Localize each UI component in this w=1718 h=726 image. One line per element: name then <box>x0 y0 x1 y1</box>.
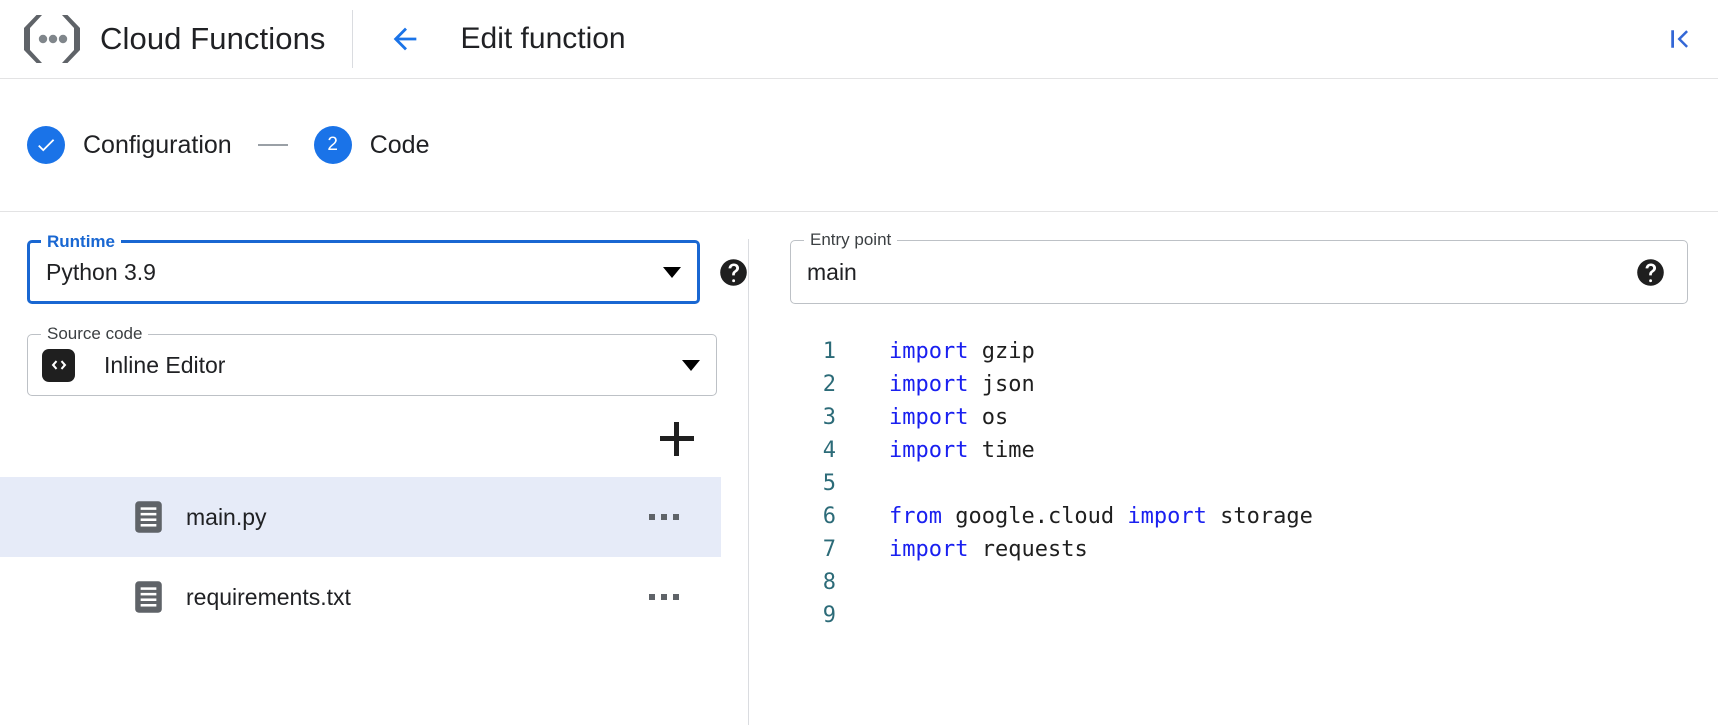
step-configuration[interactable]: Configuration <box>27 126 232 164</box>
brand[interactable]: Cloud Functions <box>0 0 352 78</box>
line-number: 7 <box>822 537 836 562</box>
step-connector <box>257 144 288 146</box>
header-actions <box>1656 15 1718 63</box>
line-number: 2 <box>822 372 836 397</box>
code-token: import <box>889 405 969 430</box>
entry-point-label: Entry point <box>804 230 898 250</box>
header-divider <box>351 10 353 68</box>
code-token: gzip <box>968 339 1035 364</box>
entry-point-input[interactable]: Entry point main <box>790 230 1688 304</box>
runtime-label: Runtime <box>41 232 121 252</box>
file-name: requirements.txt <box>186 583 351 610</box>
code-text[interactable]: import requests <box>889 533 1088 566</box>
source-code-row: Source code Inline Editor <box>0 304 748 396</box>
code-token: requests <box>968 537 1088 562</box>
collapse-panel-button[interactable] <box>1656 15 1704 63</box>
line-number: 4 <box>822 438 836 463</box>
step-configuration-label: Configuration <box>83 130 232 159</box>
source-code-value: Inline Editor <box>104 351 226 378</box>
entry-point-row: Entry point main <box>749 212 1718 304</box>
source-chevron-down-icon[interactable] <box>682 359 700 371</box>
page-title: Edit function <box>460 22 626 55</box>
brand-title: Cloud Functions <box>100 21 326 56</box>
line-number: 5 <box>822 471 836 496</box>
file-list: main.py requirements.txt <box>0 477 748 637</box>
code-text[interactable]: from google.cloud import storage <box>889 500 1313 533</box>
code-token: import <box>1127 504 1207 529</box>
code-token: from <box>889 504 942 529</box>
line-number: 6 <box>822 504 836 529</box>
code-token: import <box>889 372 969 397</box>
step-code[interactable]: 2 Code <box>313 126 430 164</box>
code-token: google.cloud <box>941 504 1128 529</box>
more-horizontal-icon[interactable] <box>641 586 687 608</box>
file-icon <box>135 501 162 533</box>
code-token: import <box>889 537 969 562</box>
content-area: Runtime Python 3.9 Source code Inline Ed… <box>0 212 1718 725</box>
pane-divider <box>748 239 749 725</box>
code-text[interactable]: import json <box>889 368 1035 401</box>
entry-point-value: main <box>807 258 857 285</box>
code-line: 2 import json <box>790 368 1718 401</box>
more-horizontal-icon[interactable] <box>641 506 687 528</box>
code-brackets-icon <box>42 348 75 382</box>
source-code-label: Source code <box>41 324 149 344</box>
file-list-item-requirements-txt[interactable]: requirements.txt <box>0 557 721 637</box>
code-token: os <box>968 405 1009 430</box>
source-code-select[interactable]: Source code Inline Editor <box>27 324 717 396</box>
code-text[interactable]: import gzip <box>889 335 1035 368</box>
app-header: Cloud Functions Edit function <box>0 0 1718 79</box>
code-line: 5 <box>790 467 1718 500</box>
runtime-select[interactable]: Runtime Python 3.9 <box>27 232 700 304</box>
step-code-marker: 2 <box>313 126 352 164</box>
code-line: 4 import time <box>790 434 1718 467</box>
runtime-help-icon[interactable] <box>719 258 748 287</box>
wizard-stepper: Configuration 2 Code <box>0 79 1718 212</box>
file-list-item-main-py[interactable]: main.py <box>0 477 721 557</box>
entry-point-help-icon[interactable] <box>1636 258 1665 287</box>
line-number: 1 <box>822 339 836 364</box>
code-token: import <box>889 339 969 364</box>
code-token: import <box>889 438 969 463</box>
line-number: 8 <box>822 570 836 595</box>
code-line: 1 import gzip <box>790 335 1718 368</box>
file-icon <box>135 581 162 613</box>
code-editor[interactable]: 1 import gzip 2 import json 3 import os 4 impor… <box>790 335 1718 632</box>
file-name: main.py <box>186 503 267 530</box>
code-brackets-glyph <box>51 360 66 370</box>
chevron-down-icon[interactable] <box>663 266 681 278</box>
left-pane: Runtime Python 3.9 Source code Inline Ed… <box>0 212 748 725</box>
code-line: 3 import os <box>790 401 1718 434</box>
code-token: storage <box>1206 504 1313 529</box>
step-code-label: Code <box>369 130 430 159</box>
line-number: 3 <box>822 405 836 430</box>
code-text[interactable]: import os <box>889 401 1008 434</box>
runtime-value: Python 3.9 <box>46 258 156 285</box>
line-number: 9 <box>822 603 836 628</box>
code-line: 9 <box>790 599 1718 632</box>
add-file-button[interactable] <box>660 422 694 456</box>
step-configuration-marker <box>27 126 65 164</box>
code-line: 7 import requests <box>790 533 1718 566</box>
back-button[interactable] <box>379 13 431 65</box>
add-file-row <box>0 396 748 456</box>
cloud-functions-logo-icon <box>24 15 80 63</box>
check-icon <box>38 139 55 152</box>
arrow-left-icon <box>393 27 416 51</box>
code-text[interactable]: import time <box>889 434 1035 467</box>
first-page-icon <box>1671 30 1688 48</box>
code-token: json <box>968 372 1035 397</box>
code-line: 8 <box>790 566 1718 599</box>
right-pane: Entry point main 1 import gzip 2 import jso… <box>749 212 1718 725</box>
runtime-row: Runtime Python 3.9 <box>0 212 748 304</box>
code-line: 6 from google.cloud import storage <box>790 500 1718 533</box>
code-token: time <box>968 438 1035 463</box>
